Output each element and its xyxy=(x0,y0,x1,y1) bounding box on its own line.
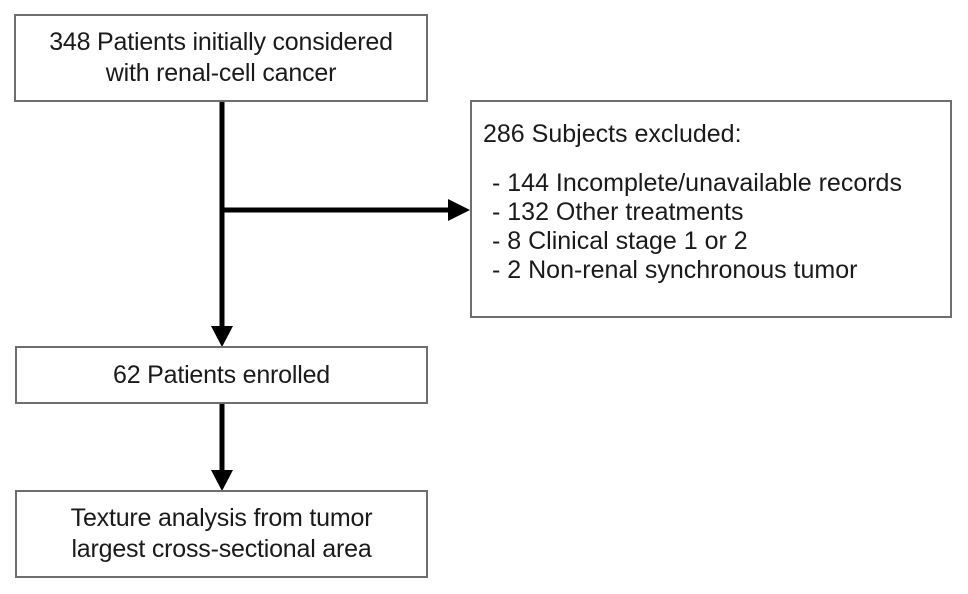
node-texture-line1: Texture analysis from tumor xyxy=(70,504,373,532)
excluded-heading: 286 Subjects excluded: xyxy=(483,120,742,148)
node-texture-line2: largest cross-sectional area xyxy=(71,535,372,563)
excluded-reason-list: - 144 Incomplete/unavailable records - 1… xyxy=(483,169,950,285)
node-enrolled-line1: 62 Patients enrolled xyxy=(113,360,330,389)
excluded-reason-item: - 132 Other treatments xyxy=(492,198,744,226)
excluded-reason-item: - 2 Non-renal synchronous tumor xyxy=(492,256,858,284)
node-initial-line1: 348 Patients initially considered xyxy=(49,28,393,56)
connector-initial-to-enrolled xyxy=(211,102,233,347)
node-initial-line2: with renal-cell cancer xyxy=(105,59,337,87)
node-enrolled-patients: 62 Patients enrolled xyxy=(15,346,428,404)
node-texture-analysis: Texture analysis from tumor largest cros… xyxy=(15,490,428,578)
node-initial-cohort: 348 Patients initially considered with r… xyxy=(14,14,428,102)
excluded-reason-item: - 8 Clinical stage 1 or 2 xyxy=(492,227,748,255)
connector-initial-to-excluded xyxy=(222,199,470,221)
node-excluded-subjects: 286 Subjects excluded: - 144 Incomplete/… xyxy=(470,100,952,318)
connector-enrolled-to-texture xyxy=(211,404,233,491)
excluded-reason-item: - 144 Incomplete/unavailable records xyxy=(492,169,902,197)
